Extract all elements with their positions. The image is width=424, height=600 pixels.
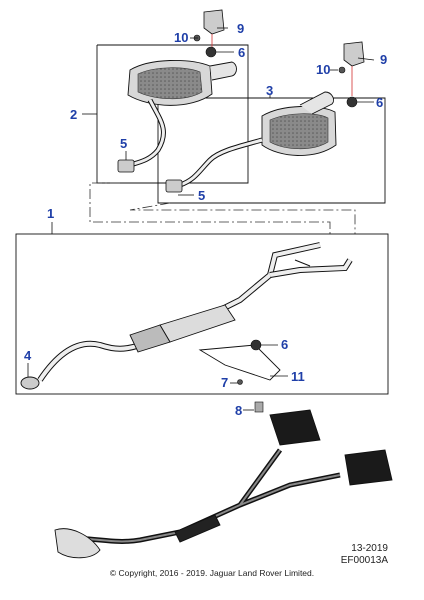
clamp-4	[20, 376, 40, 390]
main-pipe-assembly	[37, 242, 353, 382]
callout-9-right: 9	[380, 52, 387, 67]
assembled-overview	[54, 409, 393, 559]
callout-6-left: 6	[238, 45, 245, 60]
callout-6-center: 6	[281, 337, 288, 352]
left-mount-bracket	[193, 9, 225, 58]
callout-2: 2	[70, 107, 77, 122]
reference-dash-lines	[89, 182, 356, 234]
group-box-3	[157, 97, 386, 204]
figure-code: EF00013A	[341, 555, 389, 566]
leader-lines	[27, 27, 375, 411]
date-code: 13-2019	[351, 543, 388, 554]
callout-8: 8	[235, 403, 242, 418]
hanger-bracket-11	[198, 339, 281, 385]
callout-10-left: 10	[174, 30, 188, 45]
right-mount-bracket	[338, 41, 365, 108]
center-resonator	[129, 304, 236, 353]
left-rear-muffler	[117, 60, 237, 173]
right-rear-muffler	[165, 91, 337, 193]
callout-5-right: 5	[198, 188, 205, 203]
callout-1: 1	[47, 206, 54, 221]
callout-4: 4	[24, 348, 32, 363]
callout-7: 7	[221, 375, 228, 390]
callout-10-right: 10	[316, 62, 330, 77]
callout-6-right: 6	[376, 95, 383, 110]
group-box-2	[96, 44, 249, 184]
callout-3: 3	[266, 83, 273, 98]
bolt-8	[254, 401, 264, 413]
group-box-1	[15, 233, 389, 395]
copyright-text: © Copyright, 2016 - 2019. Jaguar Land Ro…	[110, 568, 314, 578]
callout-11: 11	[291, 369, 305, 384]
callout-5-left: 5	[120, 136, 127, 151]
callout-9-left: 9	[237, 21, 244, 36]
